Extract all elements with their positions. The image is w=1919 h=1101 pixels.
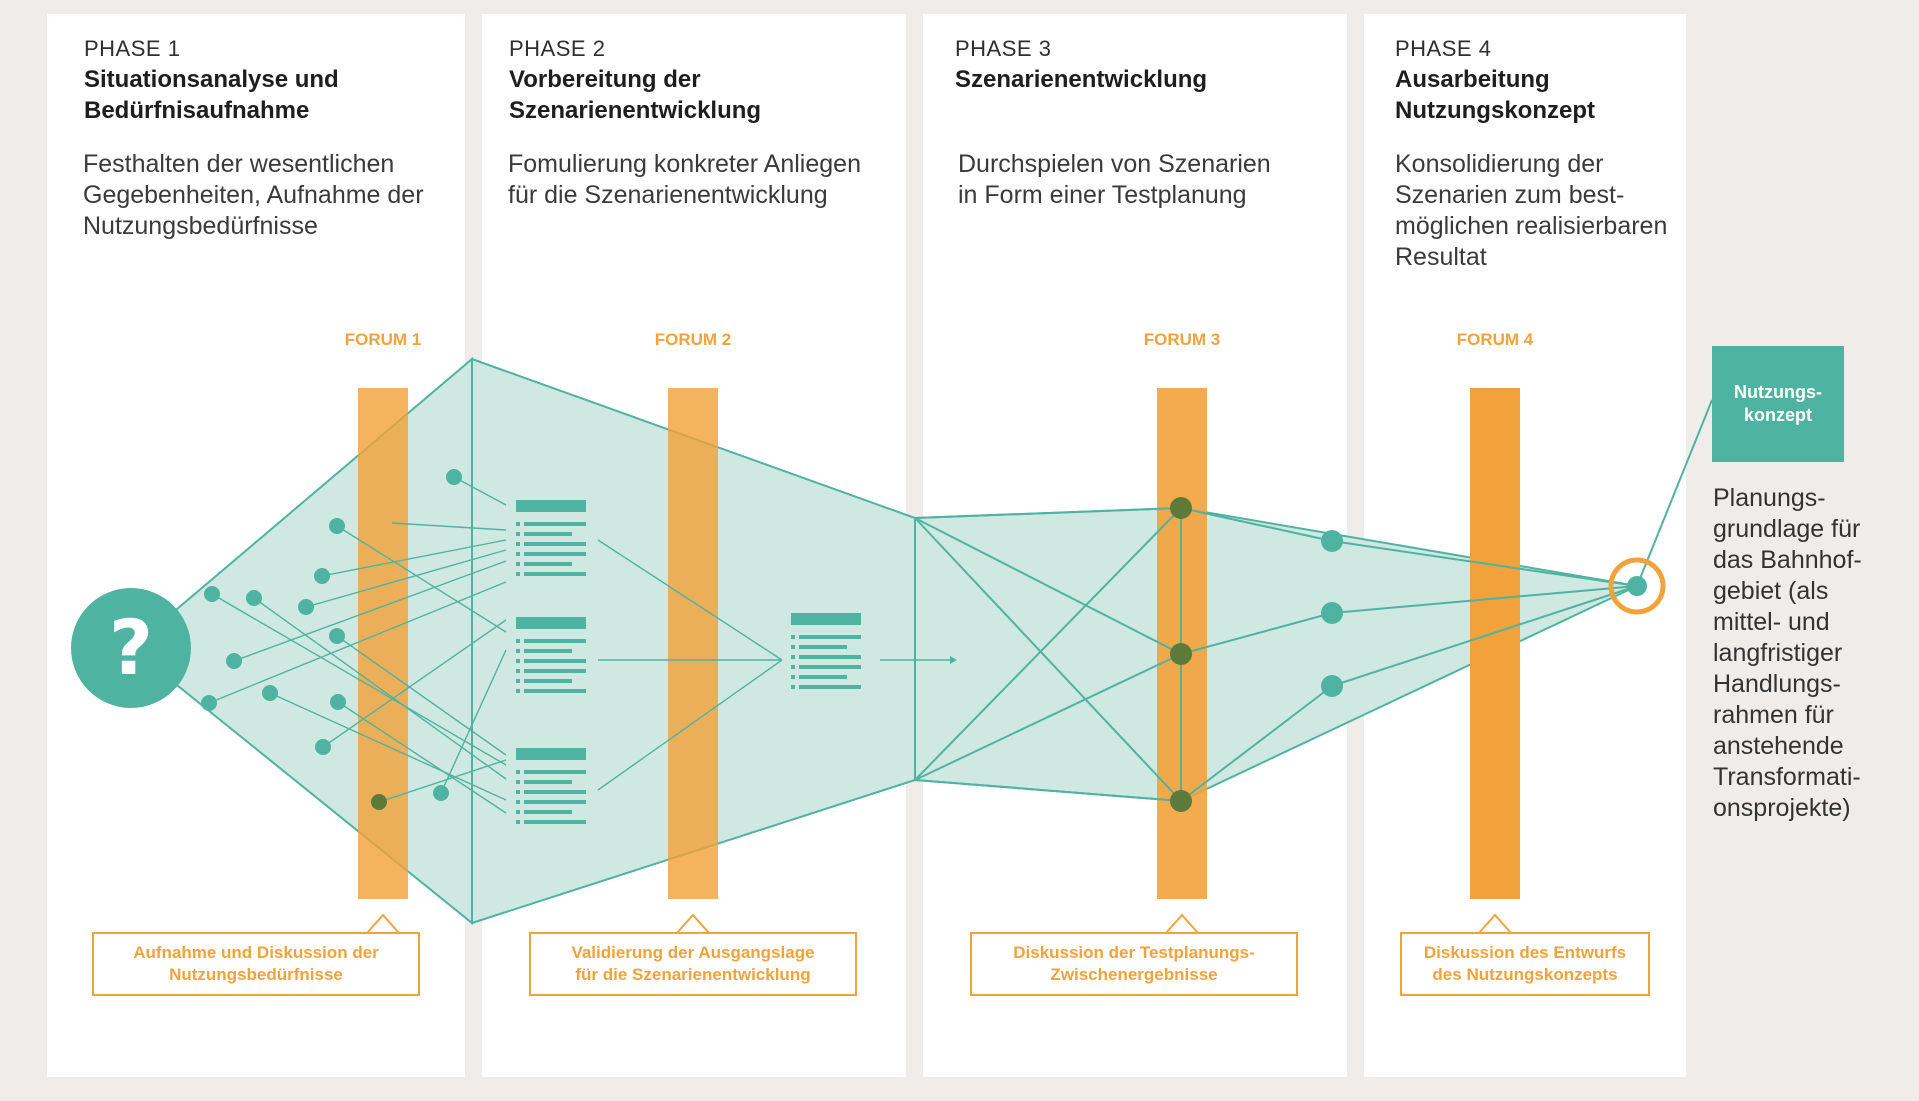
result-box-line: Nutzungs- (1734, 382, 1822, 402)
phase-2-title: Vorbereitung der Szenarienentwicklung (509, 64, 909, 126)
forum-3-callout: Diskussion der Testplanungs- Zwischenerg… (970, 932, 1298, 996)
phase-4-description: Konsolidierung der Szenarien zum best- m… (1395, 149, 1685, 273)
idea-node (330, 694, 346, 710)
phase-2-description: Fomulierung konkreter Anliegen für die S… (508, 149, 908, 211)
callout-notches (366, 913, 1512, 934)
forum-4-callout-text: Diskussion des Entwurfs des Nutzungskonz… (1416, 942, 1634, 986)
forum-1-node (371, 794, 387, 810)
phase-4-number: PHASE 4 (1395, 36, 1492, 61)
arrow-head (950, 656, 957, 664)
forum-4-callout: Diskussion des Entwurfs des Nutzungskonz… (1400, 932, 1650, 996)
idea-node (433, 785, 449, 801)
funnel-phase-3 (914, 506, 1182, 803)
forum-4-bar (1470, 388, 1520, 899)
idea-node (262, 685, 278, 701)
document-list-icon (516, 617, 586, 693)
callout-line: Validierung der Ausgangslage (571, 943, 815, 962)
idea-node (329, 628, 345, 644)
phase-4-desc-line: Konsolidierung der (1395, 150, 1604, 178)
forum-2-callout-text: Validierung der Ausgangslage für die Sze… (563, 942, 822, 986)
phase-3-desc-line: in Form einer Testplanung (958, 181, 1247, 209)
phase-4-network (1180, 399, 1713, 802)
phase-2-title-line: Szenarienentwicklung (509, 97, 762, 124)
forum-2-callout: Validierung der Ausgangslage für die Sze… (529, 932, 857, 996)
phase-2-number: PHASE 2 (509, 36, 606, 61)
forum-1-bar (358, 388, 408, 899)
forum-2-label: FORUM 2 (654, 330, 732, 349)
forum-4-label: FORUM 4 (1456, 330, 1534, 349)
phase-4-title: Ausarbeitung Nutzungskonzept (1395, 64, 1795, 126)
phase-3-desc-line: Durchspielen von Szenarien (958, 150, 1271, 178)
forum-1-callout-text: Aufnahme und Diskussion der Nutzungsbedü… (125, 942, 387, 986)
phase-3-number: PHASE 3 (955, 36, 1052, 61)
result-box-line: konzept (1743, 405, 1812, 425)
phase-2-desc-line: Fomulierung konkreter Anliegen (508, 150, 861, 178)
consolidation-node (1321, 602, 1343, 624)
idea-node (298, 599, 314, 615)
forum-2-bar (668, 388, 718, 899)
phase-1-desc-line: Festhalten der wesentlichen (83, 150, 395, 178)
phase-2-desc-line: für die Szenarienentwicklung (508, 181, 828, 209)
forum-3-nodes (1170, 497, 1192, 812)
phase-1-description: Festhalten der wesentlichen Gegebenheite… (83, 149, 483, 242)
callout-line: Aufnahme und Diskussion der (133, 943, 379, 962)
idea-node (226, 653, 242, 669)
phase-4-desc-line: Szenarien zum best- (1395, 181, 1625, 209)
phase-1-desc-line: Nutzungsbedürfnisse (83, 212, 318, 240)
phase-1-title-line: Bedürfnisaufnahme (84, 97, 310, 124)
phase-3-title: Szenarienentwicklung (955, 64, 1355, 95)
callout-line: Diskussion der Testplanungs- (1013, 943, 1255, 962)
question-circle (71, 588, 191, 708)
phase-1-number: PHASE 1 (84, 36, 181, 61)
result-box-label: Nutzungs- konzept (1734, 381, 1822, 427)
idea-node (315, 739, 331, 755)
forum-1-label: FORUM 1 (344, 330, 422, 349)
document-list-icon (516, 500, 586, 576)
phase-3-title-line: Szenarienentwicklung (955, 66, 1208, 93)
document-list-icon (516, 748, 586, 824)
result-box: Nutzungs- konzept (1712, 346, 1844, 462)
scenario-node (1170, 497, 1192, 519)
phase-4-title-line: Ausarbeitung (1395, 66, 1550, 93)
final-target-dot (1627, 576, 1647, 596)
callout-line: Diskussion des Entwurfs (1423, 943, 1627, 962)
idea-node (329, 518, 345, 534)
idea-node (204, 586, 220, 602)
phase-1-title: Situationsanalyse und Bedürfnisaufnahme (84, 64, 484, 126)
phase-4-desc-line: möglichen realisierbaren (1395, 212, 1668, 240)
list-icons (516, 500, 861, 824)
phase-4-panel (1364, 14, 1686, 1077)
idea-node (201, 695, 217, 711)
final-target-ring (1608, 557, 1666, 615)
idea-node (314, 568, 330, 584)
scenario-node (1170, 643, 1192, 665)
phase-1-desc-line: Gegebenheiten, Aufnahme der (83, 181, 424, 209)
callout-line: des Nutzungskonzepts (1432, 965, 1618, 984)
idea-node (246, 590, 262, 606)
consolidation-node (1321, 530, 1343, 552)
phase-4-nodes (1321, 530, 1343, 697)
scenario-node (1170, 790, 1192, 812)
forum-3-label: FORUM 3 (1143, 330, 1221, 349)
callout-line: für die Szenarienentwicklung (575, 965, 811, 984)
phase-4-desc-line: Resultat (1395, 243, 1487, 271)
forum-1-callout: Aufnahme und Diskussion der Nutzungsbedü… (92, 932, 420, 996)
idea-node (446, 469, 462, 485)
phase-1-connectors (208, 476, 507, 814)
phase-2-title-line: Vorbereitung der (509, 66, 701, 93)
callout-line: Nutzungsbedürfnisse (169, 965, 343, 984)
consolidation-node (1321, 675, 1343, 697)
question-icon: ? (109, 603, 153, 692)
phase-1-title-line: Situationsanalyse und (84, 66, 339, 93)
forum-3-callout-text: Diskussion der Testplanungs- Zwischenerg… (1005, 942, 1263, 986)
phase-1-nodes (201, 469, 462, 801)
document-list-icon (791, 613, 861, 689)
result-description: Planungs- grundlage für das Bahnhof- geb… (1713, 484, 1862, 822)
phase-4-title-line: Nutzungskonzept (1395, 97, 1595, 124)
phase-3-description: Durchspielen von Szenarien in Form einer… (958, 149, 1358, 211)
callout-line: Zwischenergebnisse (1050, 965, 1218, 984)
